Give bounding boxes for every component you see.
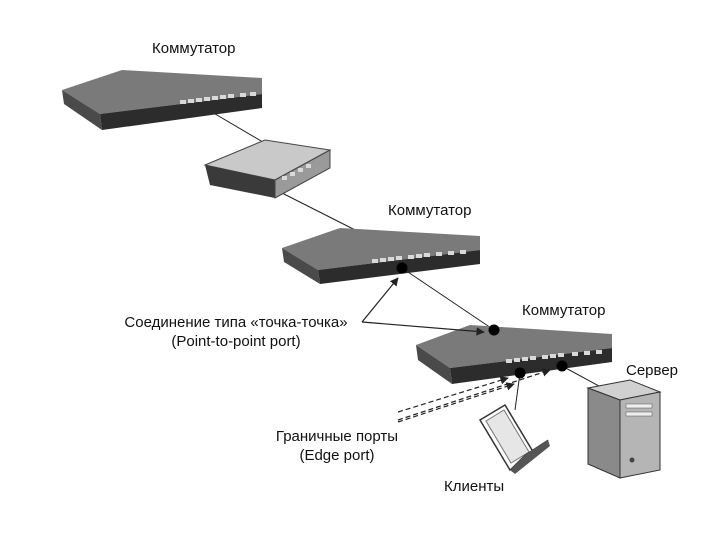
label-p2p-line1: Соединение типа «точка-точка» [124,314,348,331]
p2p-arrow-lower [361,321,485,336]
label-switch-mid: Коммутатор [388,202,472,219]
label-server: Сервер [626,362,679,379]
laptop-client [478,403,550,474]
hub-device [203,139,332,199]
label-edge-port: Граничные порты (Edge port) [272,428,402,464]
switch-bottom [416,325,612,384]
cable-mid-to-bottom [401,267,495,331]
server-tower [586,379,662,479]
label-edge-line2: (Edge port) [299,447,375,464]
label-edge-line1: Граничные порты [275,428,399,445]
cable-bottom-to-laptop [514,372,521,411]
switch-middle [282,228,480,284]
edge-port-dot-2 [556,360,568,372]
label-switch-bottom: Коммутатор [522,302,606,319]
label-switch-top: Коммутатор [152,40,236,57]
switch-top [62,70,262,130]
label-p2p-line2: (Point-to-point port) [171,333,301,350]
p2p-arrow-upper [361,277,399,323]
edge-arrow-group [397,368,551,423]
p2p-port-dot-mid [396,262,408,274]
p2p-port-dot-bottom [488,324,500,336]
label-point-to-point: Соединение типа «точка-точка» (Point-to-… [116,314,356,350]
edge-port-dot-1 [514,367,526,379]
label-clients: Клиенты [444,478,505,495]
